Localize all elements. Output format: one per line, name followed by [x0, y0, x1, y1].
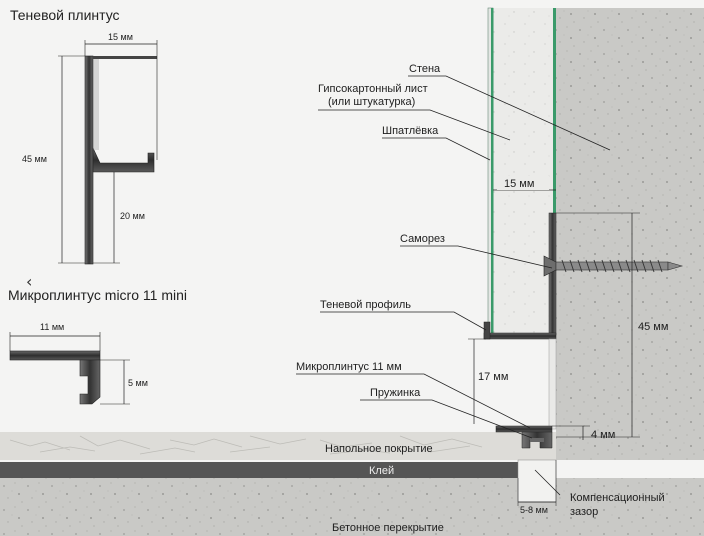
dim-5-8mm: 5-8 мм — [517, 460, 557, 515]
callout-screw: Саморез — [400, 233, 445, 245]
callout-slab: Бетонное перекрытие — [332, 522, 444, 534]
screw — [543, 255, 684, 277]
callout-shadow-profile: Теневой профиль — [320, 299, 411, 311]
micro-plinth-title: Микроплинтус micro 11 mini — [8, 287, 187, 303]
callout-microplinth: Микроплинтус 11 мм — [296, 361, 402, 373]
micro-plinth-section: Микроплинтус micro 11 mini 11 мм 5 мм — [8, 287, 187, 405]
dim-11mm-label: 11 мм — [40, 322, 64, 332]
concrete-wall — [556, 8, 704, 460]
shadow-plinth-title: Теневой плинтус — [10, 7, 120, 23]
dim-17mm: 17 мм — [468, 338, 508, 424]
callout-wall: Стена — [409, 63, 441, 75]
shadow-plinth-profile — [84, 55, 157, 265]
drywall-sheet — [493, 8, 556, 335]
dim-5-8mm-label: 5-8 мм — [520, 505, 548, 515]
dim-15mm-right: 15 мм — [493, 176, 556, 191]
dim-15mm-left-label: 15 мм — [108, 32, 133, 42]
putty-green-line-right — [553, 8, 556, 213]
back-arrow-icon[interactable]: ‹ — [26, 272, 33, 291]
concrete-slab — [0, 478, 704, 536]
callout-gap-line2: зазор — [570, 506, 598, 518]
floor-micro-plinth — [495, 425, 553, 449]
dim-15mm-right-label: 15 мм — [504, 178, 534, 190]
callout-spring: Пружинка — [370, 387, 421, 399]
wall-assembly: 15 мм 45 мм 17 мм 4 мм 5-8 мм — [0, 7, 704, 536]
dim-5mm: 5 мм — [100, 359, 148, 405]
dim-17mm-label: 17 мм — [478, 371, 508, 383]
micro-plinth-profile — [9, 350, 101, 405]
shadow-plinth-section: Теневой плинтус 15 мм 45 мм 20 мм — [10, 7, 158, 265]
callout-leaders — [296, 75, 611, 496]
dim-45mm-left-label: 45 мм — [22, 154, 47, 164]
dim-4mm: 4 мм — [552, 425, 615, 441]
callout-glue: Клей — [369, 465, 394, 477]
callout-drywall-line1: Гипсокартонный лист — [318, 83, 428, 95]
callout-putty: Шпатлёвка — [382, 125, 439, 137]
dim-15mm-left: 15 мм — [84, 32, 158, 160]
dim-20mm-left-label: 20 мм — [120, 211, 145, 221]
dim-45mm-right: 45 мм — [556, 212, 668, 438]
floor-texture — [9, 435, 483, 455]
dim-45mm-left: 45 мм — [22, 55, 85, 264]
dim-20mm-left: 20 мм — [93, 172, 145, 264]
putty-green-line-left — [491, 8, 494, 335]
dim-4mm-label: 4 мм — [591, 429, 615, 441]
dim-11mm: 11 мм — [9, 322, 101, 351]
expansion-gap — [517, 459, 557, 503]
callout-flooring: Напольное покрытие — [325, 443, 433, 455]
glue-layer — [0, 462, 518, 478]
dim-5mm-label: 5 мм — [128, 378, 148, 388]
shadow-profile — [483, 212, 557, 430]
dim-45mm-right-label: 45 мм — [638, 321, 668, 333]
callout-drywall-line2: (или штукатурка) — [328, 96, 415, 108]
floor-covering — [0, 432, 556, 460]
callout-gap-line1: Компенсационный — [570, 492, 665, 504]
